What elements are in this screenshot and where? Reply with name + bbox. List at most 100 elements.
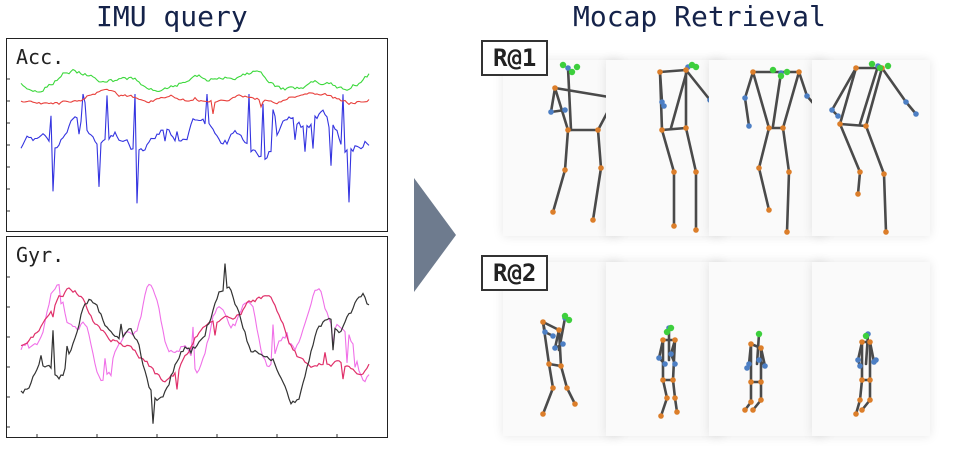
skeleton-joint xyxy=(660,337,666,343)
acc-series-blue xyxy=(20,93,370,204)
skeleton-head-marker xyxy=(862,332,870,340)
rank-1-label: R@1 xyxy=(481,40,549,76)
skeleton-joint xyxy=(590,217,596,223)
skeleton-bone xyxy=(553,86,617,100)
skeleton-joint xyxy=(742,407,748,413)
skeleton-joint xyxy=(780,125,786,131)
skeleton-head-marker xyxy=(561,312,569,320)
skeleton-bone xyxy=(858,64,880,126)
skeleton-bone xyxy=(565,386,577,406)
gyr-plot-panel: Gyr. xyxy=(6,236,388,438)
skeleton-bone xyxy=(838,122,862,174)
skeleton-joint xyxy=(565,127,571,133)
skeleton-joint xyxy=(913,111,919,117)
skeleton-bone xyxy=(838,66,858,126)
skeleton-joint xyxy=(672,337,678,343)
skeleton-joint xyxy=(863,123,869,129)
skeleton-joint xyxy=(829,107,835,113)
skeleton-bone xyxy=(658,68,688,74)
gyr-series-magenta xyxy=(20,287,370,390)
skeleton-head-marker xyxy=(565,316,573,324)
skeleton-joint xyxy=(748,399,754,405)
skeleton-bone xyxy=(684,126,698,174)
skeleton-joint xyxy=(883,229,889,235)
skeleton-bone xyxy=(757,166,771,212)
skeleton-joint xyxy=(748,379,754,385)
skeleton-bone xyxy=(838,122,868,128)
skeleton-head-marker xyxy=(573,63,581,71)
mocap-retrieval-title: Mocap Retrieval xyxy=(573,0,826,33)
skeleton-bone xyxy=(659,396,669,418)
skeleton-bone xyxy=(864,124,886,176)
acc-series-red xyxy=(20,88,370,114)
skeleton-joint xyxy=(762,363,768,369)
skeleton-joint xyxy=(855,191,861,197)
skeleton-joint xyxy=(859,339,865,345)
skeleton-joint xyxy=(859,377,865,383)
skeleton-joint xyxy=(855,357,861,363)
skeleton-bone xyxy=(660,128,676,174)
skeleton-bone xyxy=(864,66,884,128)
skeleton-bone xyxy=(557,328,563,368)
skeleton-joint xyxy=(796,69,802,75)
skeleton-head-marker xyxy=(783,68,791,76)
r2-pose-frame-3 xyxy=(709,262,827,436)
acc-label: Acc. xyxy=(16,45,65,69)
right-arrow-icon xyxy=(414,178,456,292)
skeleton-figure xyxy=(742,66,822,235)
skeleton-head-marker xyxy=(568,68,576,76)
skeleton-joint xyxy=(659,127,665,133)
r2-pose-frame-1 xyxy=(503,262,621,436)
skeleton-bone xyxy=(541,320,561,332)
skeleton-bone xyxy=(781,126,791,174)
skeleton-joint xyxy=(556,327,562,333)
skeleton-joint xyxy=(552,345,558,351)
skeleton-bone xyxy=(684,68,712,102)
skeleton-head-marker xyxy=(755,330,763,338)
skeleton-joint xyxy=(857,169,863,175)
skeleton-figure xyxy=(657,61,715,233)
skeleton-head-marker xyxy=(868,60,876,68)
skeleton-bone xyxy=(661,378,669,400)
skeleton-joint xyxy=(672,361,678,367)
skeleton-bone xyxy=(864,332,870,366)
skeleton-joint xyxy=(766,207,772,213)
skeleton-joint xyxy=(758,397,764,403)
skeleton-joint xyxy=(674,409,680,415)
skeleton-bone xyxy=(880,66,908,104)
gyr-x-ticks xyxy=(36,434,338,437)
skeleton-joint xyxy=(853,65,859,71)
skeleton-bone xyxy=(771,71,783,128)
skeleton-joint xyxy=(661,103,667,109)
skeleton-bone xyxy=(671,378,677,400)
skeleton-bone xyxy=(781,70,801,130)
skeleton-head-marker xyxy=(876,64,884,72)
skeleton-head-marker xyxy=(884,62,892,70)
skeleton-joint xyxy=(693,169,699,175)
skeleton-joint xyxy=(671,169,677,175)
skeleton-joint xyxy=(683,125,689,131)
skeleton-bone xyxy=(743,96,751,128)
skeleton-joint xyxy=(857,397,863,403)
skeleton-joint xyxy=(565,65,571,71)
imu-query-title: IMU query xyxy=(96,0,248,33)
skeleton-joint xyxy=(837,121,843,127)
skeleton-joint xyxy=(744,365,750,371)
skeleton-bone xyxy=(547,362,555,390)
skeleton-joint xyxy=(564,385,570,391)
skeleton-joint xyxy=(746,123,752,129)
skeleton-joint xyxy=(658,413,664,419)
skeleton-joint xyxy=(758,379,764,385)
r1-pose-frame-4 xyxy=(812,60,930,236)
skeleton-bone xyxy=(591,166,603,222)
skeleton-joint xyxy=(662,361,668,367)
skeleton-bone xyxy=(551,168,567,214)
skeleton-bone xyxy=(563,128,570,172)
skeleton-joint xyxy=(835,113,841,119)
skeleton-joint xyxy=(542,329,548,335)
skeleton-figure xyxy=(742,330,768,413)
rank-2-label: R@2 xyxy=(481,255,549,291)
skeleton-joint xyxy=(867,339,873,345)
skeleton-joint xyxy=(750,407,756,413)
gyr-series-dark xyxy=(20,263,370,424)
